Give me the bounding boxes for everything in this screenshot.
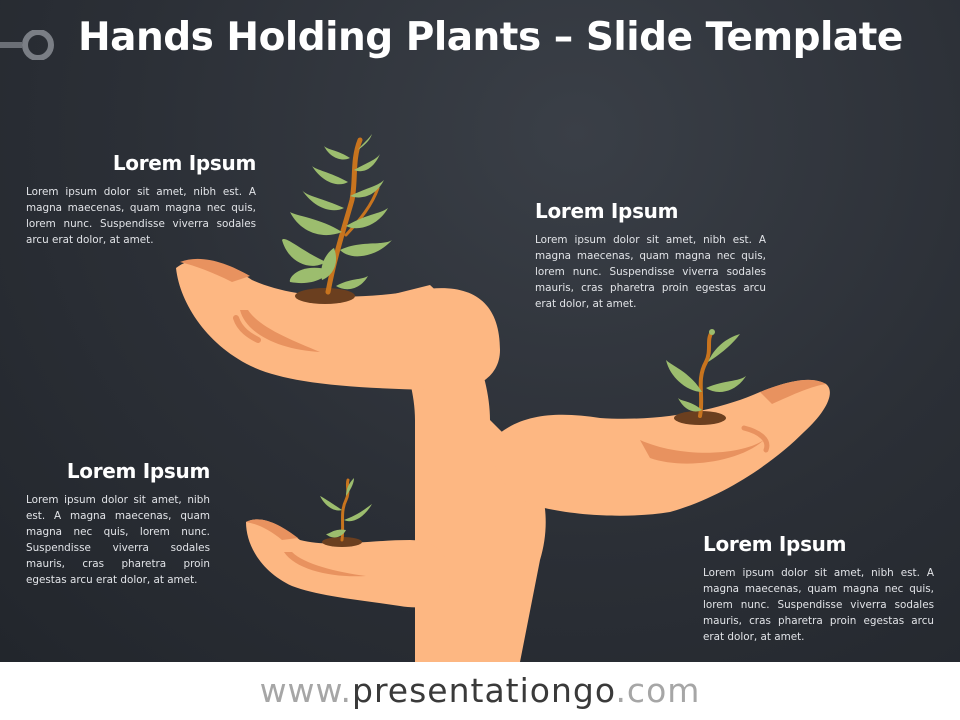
block-body: Lorem ipsum dolor sit amet, nibh est. A … [26,494,210,586]
text-block-4: Lorem Ipsum Lorem ipsum dolor sit amet, … [703,531,934,645]
block-heading: Lorem Ipsum [66,459,210,483]
block-heading: Lorem Ipsum [535,199,679,223]
hook-icon [0,30,54,60]
footer-suffix: .com [615,671,701,710]
footer-prefix: www. [259,671,352,710]
plant-large [282,134,392,295]
hand-top-left [176,259,500,391]
block-heading: Lorem Ipsum [112,151,256,175]
hands-illustration [176,134,830,662]
block-body: Lorem ipsum dolor sit amet, nibh est. A … [26,186,256,246]
text-block-1: Lorem Ipsum Lorem ipsum dolor sit amet, … [26,150,256,248]
hand-bottom-left [246,519,451,608]
text-block-2: Lorem Ipsum Lorem ipsum dolor sit amet, … [535,198,766,312]
footer-domain: presentationgo [352,671,616,710]
slide-title: Hands Holding Plants – Slide Template [78,15,903,60]
plant-medium [666,329,746,418]
footer-url[interactable]: www.presentationgo.com [0,662,960,720]
plant-small [320,478,372,542]
block-body: Lorem ipsum dolor sit amet, nibh est. A … [535,234,766,310]
block-heading: Lorem Ipsum [703,532,847,556]
text-block-3: Lorem Ipsum Lorem ipsum dolor sit amet, … [26,458,210,588]
block-body: Lorem ipsum dolor sit amet, nibh est. A … [703,567,934,643]
slide-canvas: Hands Holding Plants – Slide Template [0,0,960,662]
